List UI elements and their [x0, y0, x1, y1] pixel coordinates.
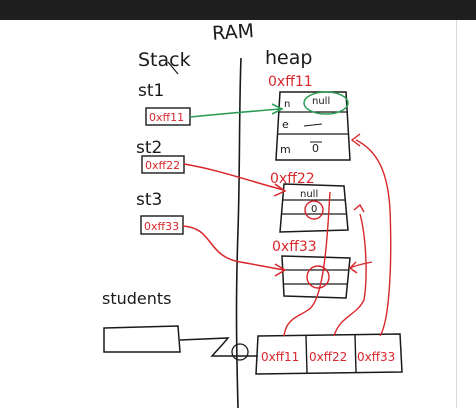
var-ref-st2: 0xff22 [145, 159, 180, 172]
object-3-dividers [284, 269, 348, 285]
heap-label: heap [265, 47, 312, 69]
arrow-cell-3-head [350, 133, 361, 147]
arrow-st3-to-object-3 [182, 225, 285, 271]
object-1-value: 0 [312, 142, 319, 155]
arrow-cell-2-head [353, 203, 365, 213]
arrow-cell-1-up [283, 191, 331, 337]
object-3-box [281, 255, 351, 299]
arrow-to-object-3-head [348, 261, 358, 274]
object-1-field-m: m [280, 143, 291, 156]
students-label: students [102, 289, 172, 308]
array-cell-3: 0xff33 [357, 350, 395, 364]
arrow-cell-2-up [333, 213, 367, 337]
object-1-field-n: n [284, 99, 290, 110]
arrow-st2-head [273, 183, 287, 197]
var-ref-st3: 0xff33 [144, 220, 179, 233]
array-cell-2: 0xff22 [309, 350, 347, 364]
object-3-red-circle [306, 265, 330, 289]
students-box [103, 325, 181, 353]
var-ref-st1: 0xff11 [149, 111, 184, 124]
arrow-st1-to-object-1 [189, 108, 281, 118]
object-1-field-e: e [282, 118, 289, 131]
object-2-value: 0 [311, 204, 317, 215]
object-2-red-circle [304, 200, 324, 220]
array-cell-dividers [305, 334, 357, 374]
arrow-st1-head [271, 103, 284, 115]
object-1-dashes [303, 123, 323, 143]
arrow-cell-3-up [355, 139, 392, 337]
object-1-address: 0xff11 [268, 74, 313, 90]
object-2-null: null [300, 189, 318, 200]
arrow-st2-to-object-2 [183, 163, 285, 191]
ram-title: RAM [211, 20, 254, 45]
object-1-green-circle [303, 91, 349, 115]
array-cell-1: 0xff11 [261, 350, 299, 364]
object-2-address: 0xff22 [270, 171, 315, 187]
object-3-address: 0xff33 [272, 239, 317, 255]
var-box-st3 [140, 215, 184, 235]
object-1-null: null [312, 96, 330, 107]
stack-label: Stack [138, 49, 191, 71]
right-edge-divider [456, 20, 457, 408]
var-name-st3: st3 [136, 190, 162, 210]
array-box [255, 333, 403, 375]
students-pointer-ring [231, 343, 249, 361]
var-name-st2: st2 [136, 138, 162, 158]
var-name-st1: st1 [138, 81, 164, 101]
window-top-bar [0, 0, 476, 20]
label-scribble [167, 61, 179, 75]
object-2-box [279, 183, 349, 233]
arrow-st3-head [274, 263, 287, 277]
